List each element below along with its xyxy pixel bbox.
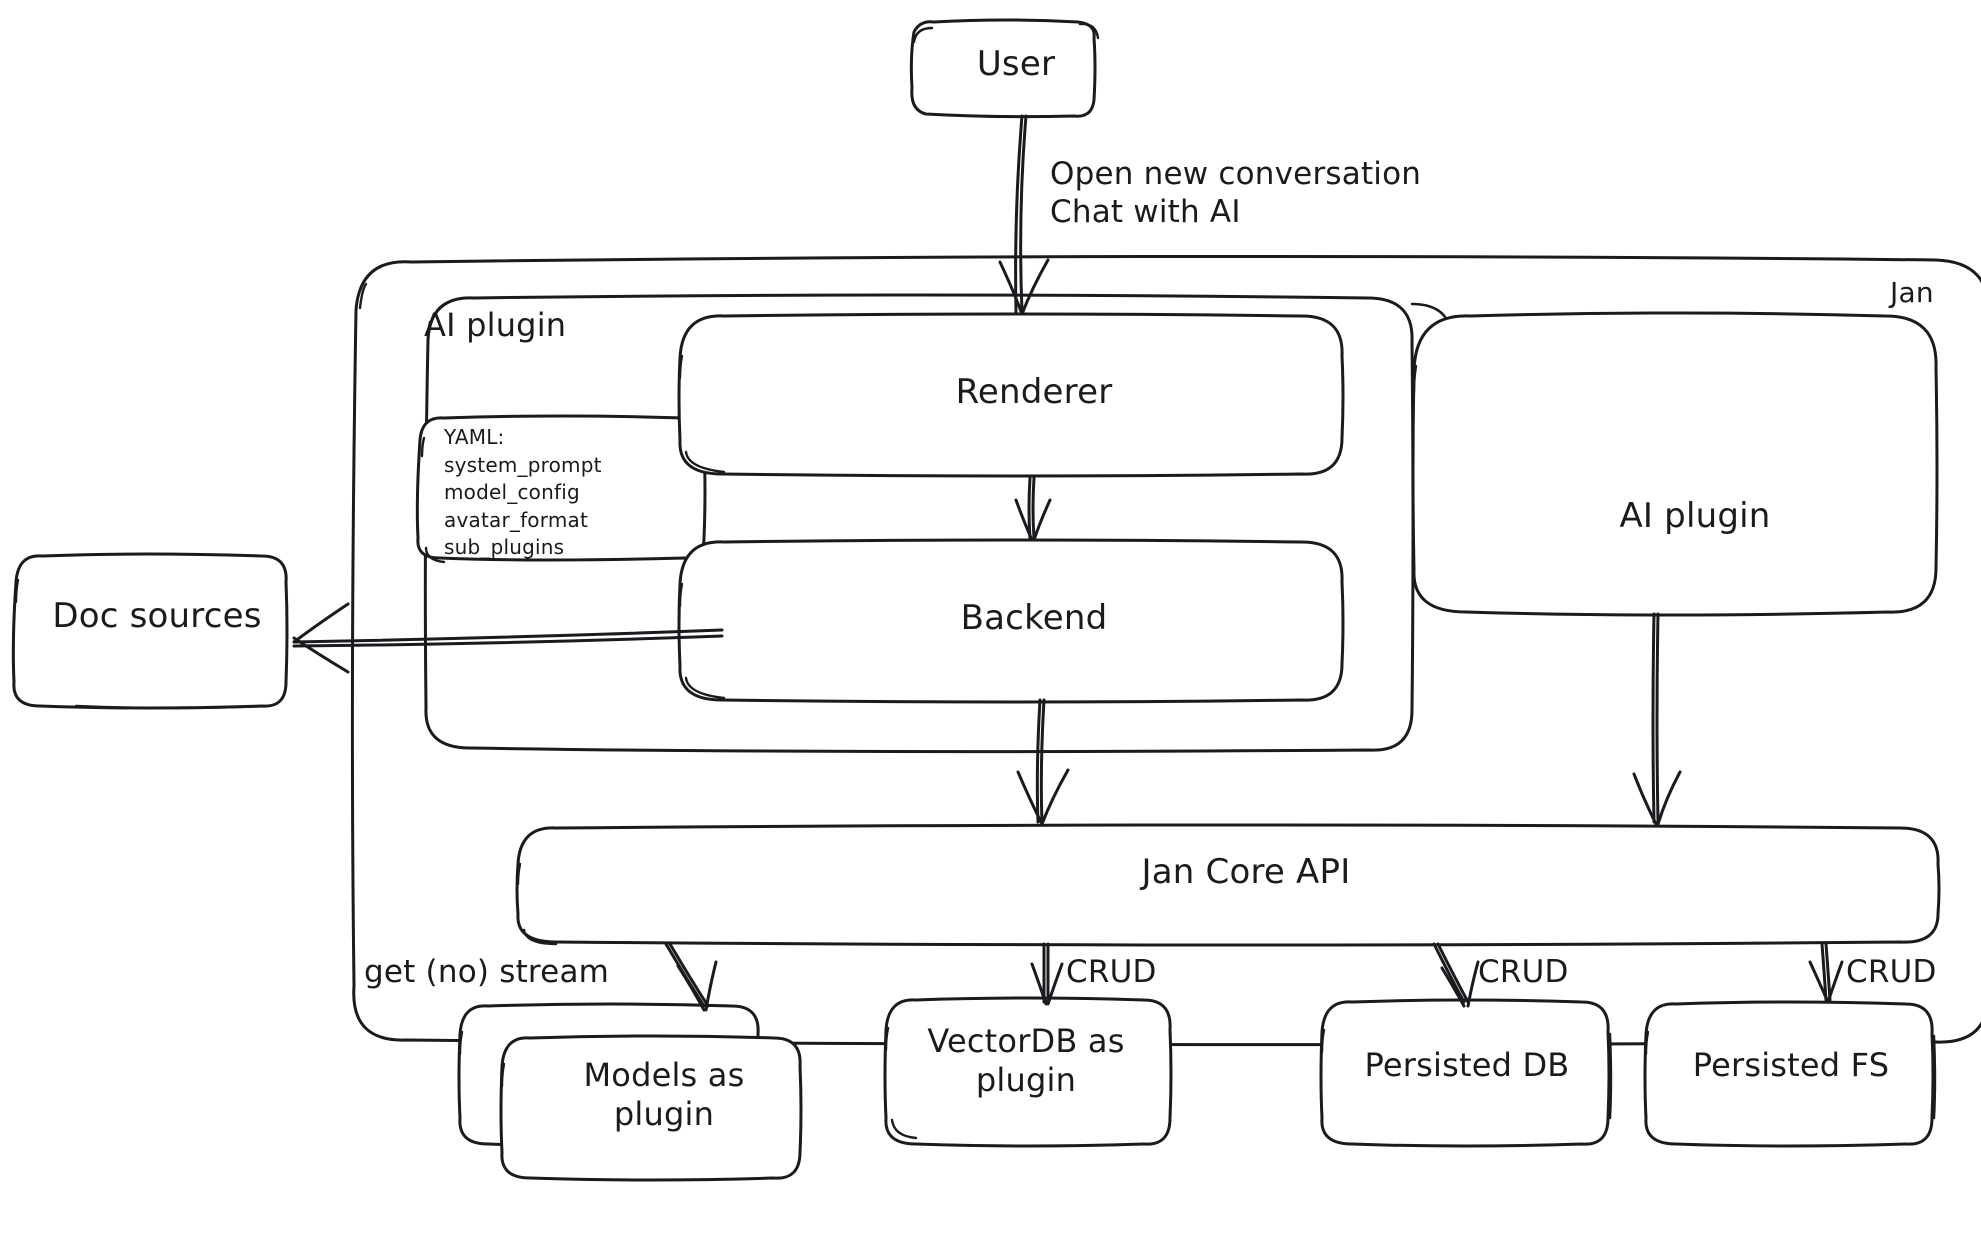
jan-core-api-label: Jan Core API (1141, 852, 1351, 892)
vectordb-as-plugin-box-stroke (883, 996, 1173, 1148)
persisted-db-box-stroke (1319, 998, 1613, 1148)
user-box-stroke (909, 18, 1100, 119)
renderer-label: Renderer (955, 372, 1113, 412)
ai-plugin-right-label: AI plugin (1619, 496, 1771, 536)
arrow-ai-plugin-right-to-core-api (1632, 612, 1682, 826)
arrow-backend-to-doc-sources (292, 602, 724, 674)
doc-sources-label: Doc sources (52, 596, 262, 636)
backend-box-stroke (677, 538, 1345, 704)
backend-label: Backend (960, 598, 1108, 638)
renderer-box-stroke (677, 312, 1345, 478)
ai-plugin-right-box-stroke (1411, 311, 1939, 617)
user-label: User (976, 44, 1056, 84)
arrow-core-to-models (664, 942, 718, 1012)
edge-label-user-to-renderer: Open new conversation Chat with AI (1050, 156, 1422, 230)
models-as-plugin-label: Models as plugin (583, 1056, 745, 1134)
persisted-db-label: Persisted DB (1364, 1046, 1570, 1084)
edge-label-core-to-models: get (no) stream (364, 954, 610, 990)
persisted-fs-box-stroke (1643, 1000, 1937, 1148)
edge-label-core-to-persisted-fs: CRUD (1846, 954, 1937, 990)
arrow-core-to-persisted-db (1432, 942, 1480, 1008)
arrow-backend-to-core-api (1016, 698, 1070, 826)
edge-label-core-to-vectordb: CRUD (1066, 954, 1157, 990)
yaml-note-stroke (415, 414, 707, 564)
vectordb-as-plugin-label: VectorDB as plugin (927, 1022, 1125, 1100)
edge-label-core-to-persisted-db: CRUD (1478, 954, 1569, 990)
arrow-core-to-vectordb (1030, 942, 1064, 1006)
arrow-user-to-renderer (998, 114, 1050, 316)
persisted-fs-label: Persisted FS (1692, 1046, 1890, 1084)
arrow-renderer-to-backend (1014, 476, 1052, 542)
doc-sources-box-stroke (11, 552, 289, 710)
jan-container-label: Jan (1890, 276, 1934, 309)
yaml-note-text: YAML: system_prompt model_config avatar_… (444, 425, 602, 560)
jan-container-stroke (350, 254, 1981, 1047)
arrow-core-to-persisted-fs (1808, 942, 1844, 1004)
jan-core-api-box-stroke (515, 823, 1941, 947)
ai-plugin-group-label: AI plugin (424, 306, 567, 344)
models-as-plugin-box-stroke (457, 1002, 803, 1182)
